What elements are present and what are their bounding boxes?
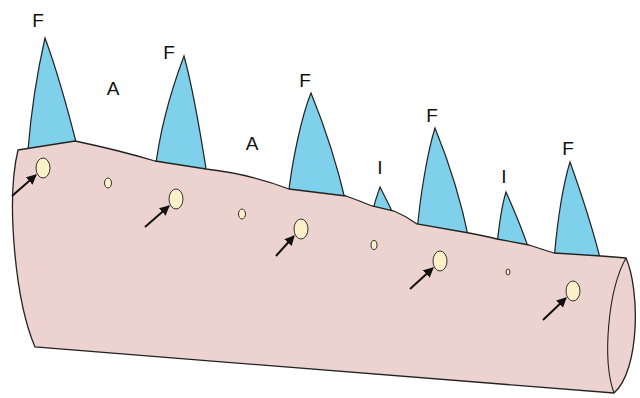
tooth-label: F bbox=[562, 139, 574, 158]
pointer-arrow bbox=[543, 298, 566, 320]
tooth-label: A bbox=[107, 79, 120, 98]
tooth bbox=[554, 162, 601, 262]
large-foramen bbox=[169, 189, 183, 209]
small-foramen bbox=[105, 178, 112, 188]
tooth-label: A bbox=[246, 134, 259, 153]
tooth bbox=[28, 38, 78, 150]
pointer-arrows bbox=[12, 175, 566, 320]
tooth bbox=[288, 93, 346, 203]
tooth-label: F bbox=[163, 43, 175, 62]
large-foramen bbox=[433, 251, 447, 271]
pointer-arrow bbox=[276, 236, 294, 256]
large-foramen bbox=[294, 219, 308, 239]
pointer-arrow bbox=[145, 206, 169, 227]
tooth-label: I bbox=[377, 158, 382, 177]
tooth-label: F bbox=[426, 106, 438, 125]
tooth bbox=[155, 56, 207, 175]
tooth-label: F bbox=[299, 71, 311, 90]
foramina bbox=[36, 158, 580, 301]
tooth-label: F bbox=[32, 11, 44, 30]
bone-end bbox=[608, 258, 626, 393]
tooth-label: I bbox=[501, 167, 506, 186]
small-foramen bbox=[239, 209, 246, 219]
large-foramen bbox=[566, 281, 580, 301]
tooth bbox=[417, 128, 469, 240]
small-foramen bbox=[371, 241, 377, 250]
pointer-arrow bbox=[410, 268, 433, 289]
bone-body bbox=[13, 141, 636, 393]
large-foramen bbox=[36, 158, 50, 178]
pointer-arrow bbox=[12, 175, 36, 196]
small-foramen bbox=[506, 269, 510, 275]
